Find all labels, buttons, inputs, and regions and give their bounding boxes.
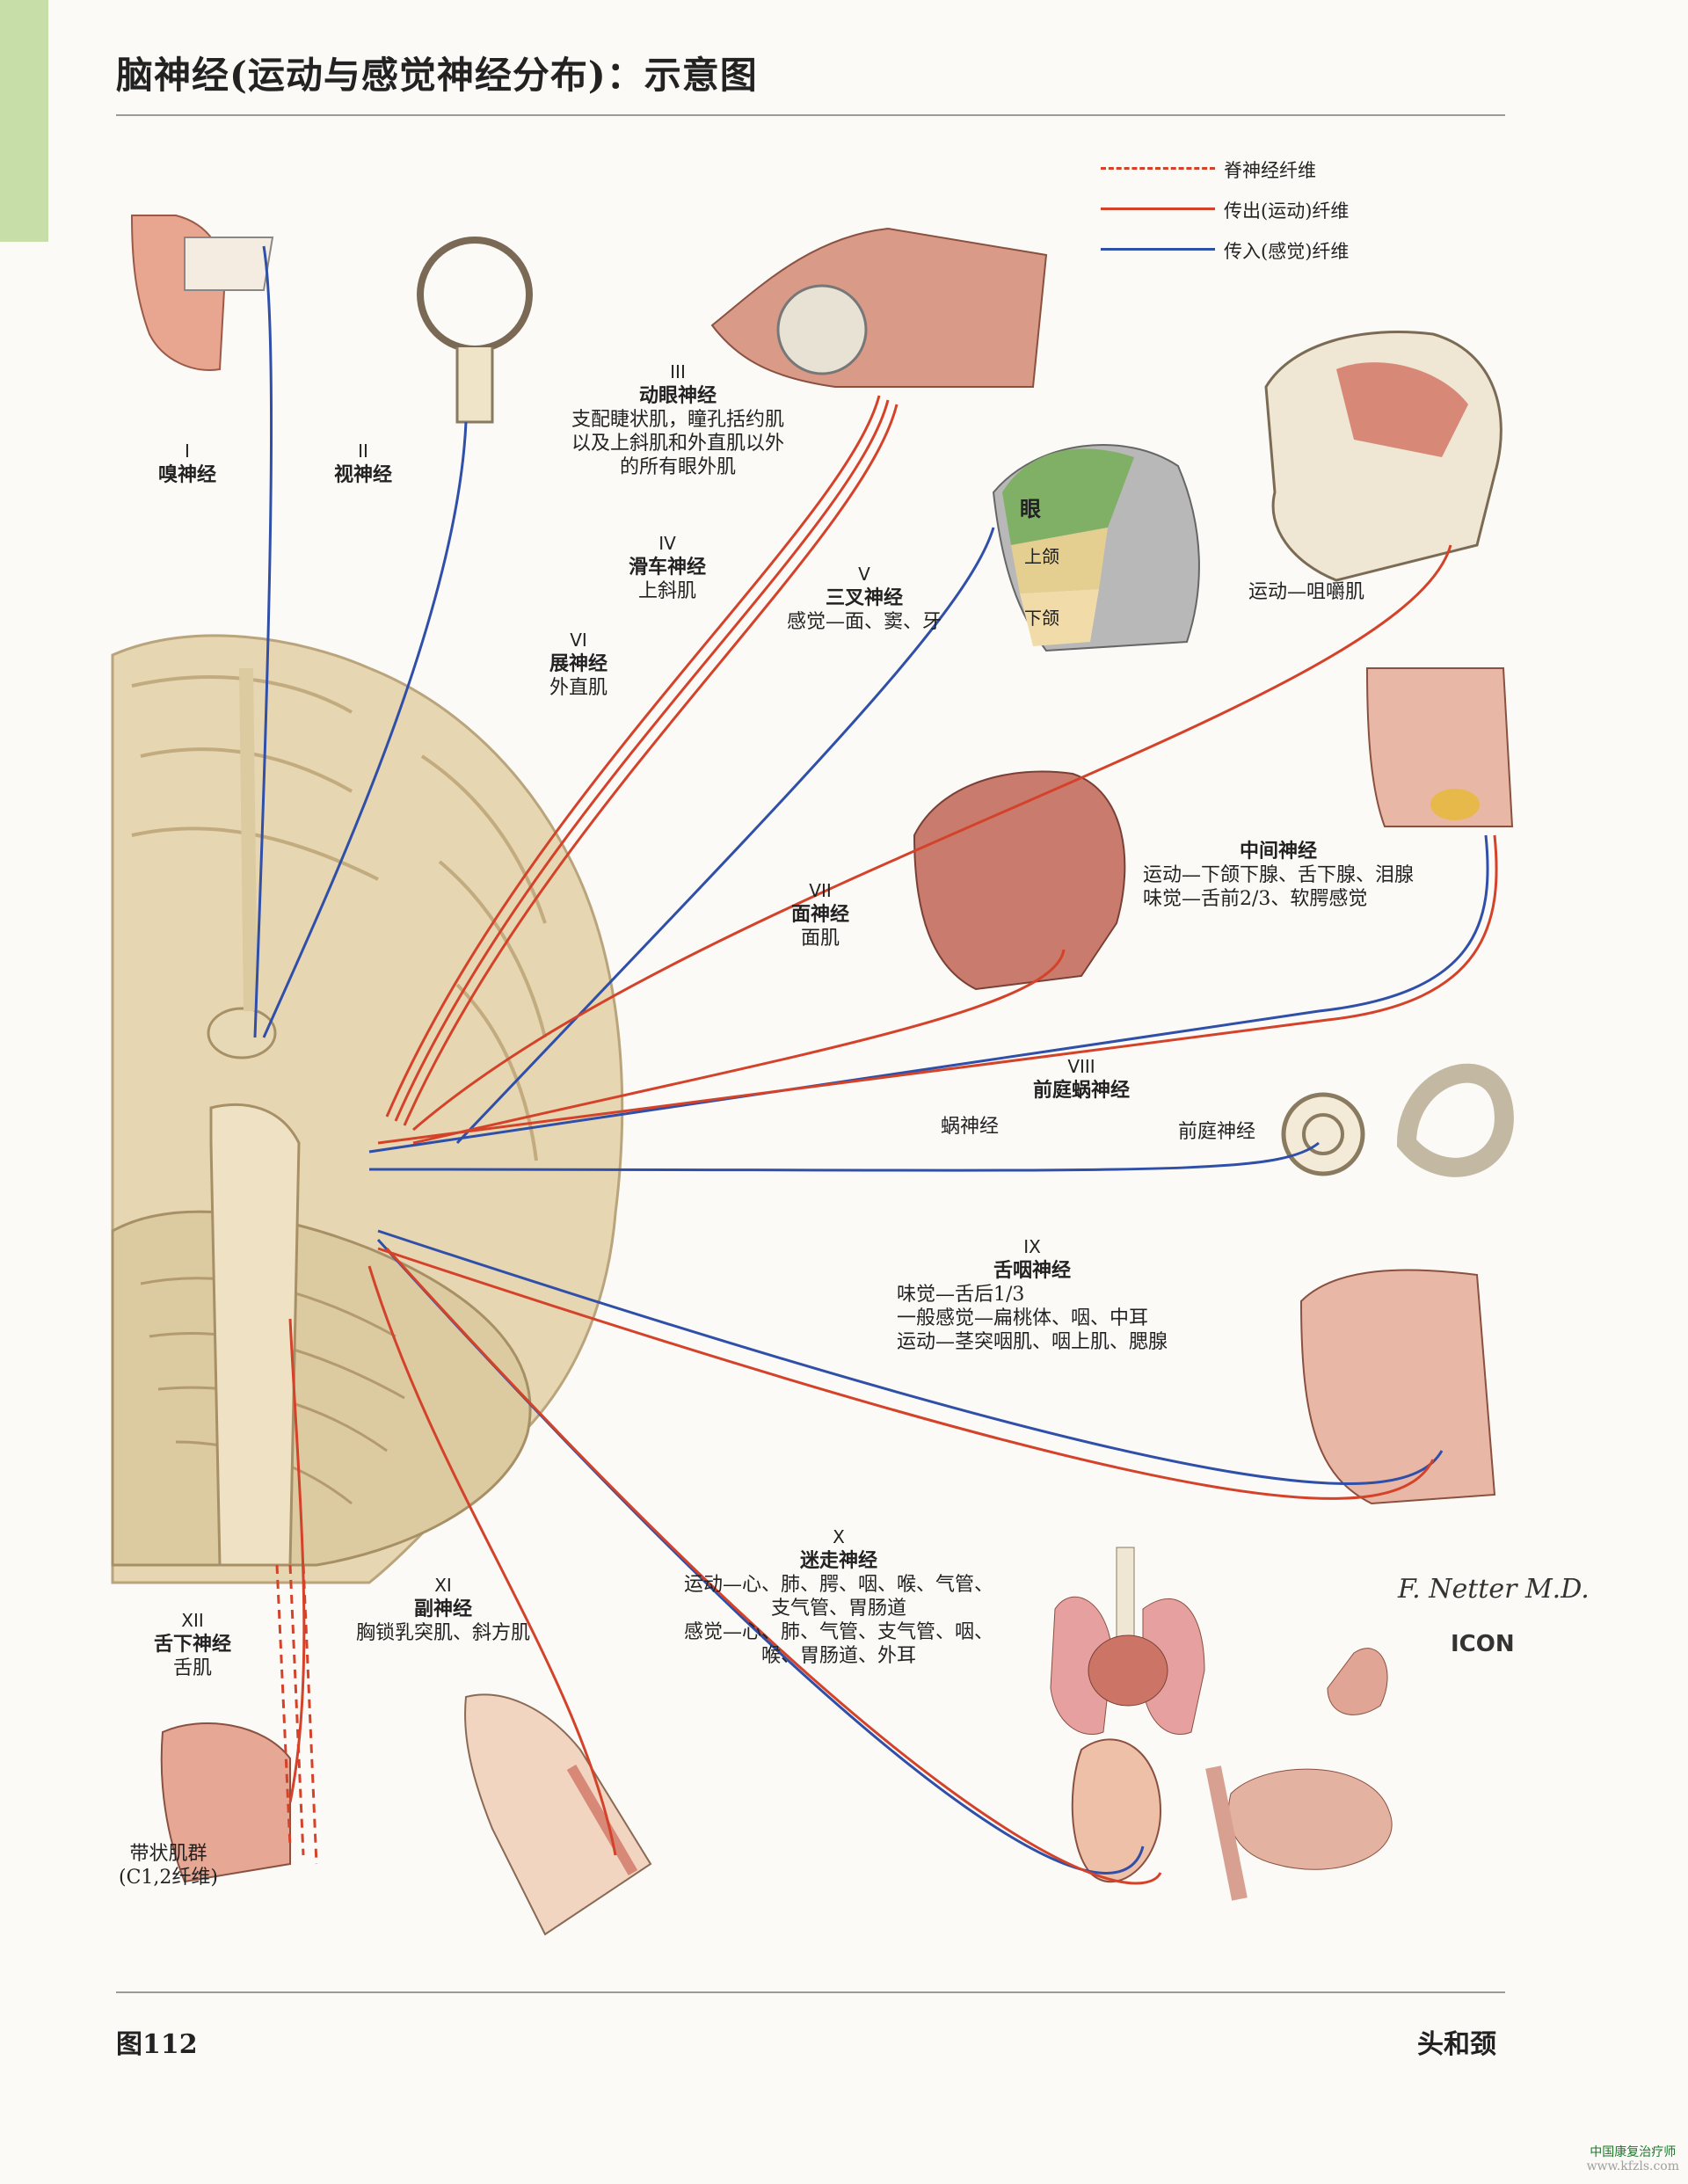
label-accessory: XI 副神经 胸锁乳突肌、斜方肌 bbox=[356, 1574, 530, 1645]
nerve-number: IX bbox=[1023, 1236, 1041, 1257]
nerve-desc: 外直肌 bbox=[549, 677, 608, 699]
nerve-desc: 支配睫状肌，瞳孔括约肌 bbox=[571, 409, 785, 431]
nerve-name: 滑车神经 bbox=[629, 556, 707, 579]
label-glossopharyngeal: IX 舌咽神经 味觉—舌后1/3 一般感觉—扁桃体、咽、中耳 运动—茎突咽肌、咽… bbox=[897, 1235, 1168, 1354]
nerve-name: 舌咽神经 bbox=[993, 1259, 1072, 1282]
nerve-desc: 味觉—舌前2/3、软腭感觉 bbox=[1143, 888, 1368, 910]
nerve-desc: 运动—下颌下腺、舌下腺、泪腺 bbox=[1143, 864, 1415, 886]
eye-illustration bbox=[417, 237, 533, 424]
section-tab bbox=[0, 0, 48, 242]
nerve-desc: 运动—心、肺、腭、咽、喉、气管、 bbox=[684, 1574, 994, 1596]
nerve-number: VI bbox=[570, 630, 587, 651]
label-trochlear: IV 滑车神经 上斜肌 bbox=[629, 532, 706, 603]
nerve-desc: 胸锁乳突肌、斜方肌 bbox=[356, 1622, 531, 1644]
watermark-name: 中国康复治疗师 bbox=[1590, 2145, 1677, 2159]
nerve-desc: 感觉—心、肺、气管、支气管、咽、 bbox=[684, 1621, 994, 1643]
figure-number: 图112 bbox=[116, 2029, 198, 2060]
nerve-desc: 感觉—面、窦、牙 bbox=[787, 611, 942, 633]
visceral-organs-illustration bbox=[1050, 1547, 1393, 1901]
nerve-name: 副神经 bbox=[414, 1598, 473, 1620]
legend-label: 传出(运动)纤维 bbox=[1224, 200, 1350, 222]
face-label-ophthalmic: 眼 bbox=[1020, 496, 1041, 521]
tongue-illustration bbox=[160, 1722, 291, 1883]
nerve-desc: 运动—茎突咽肌、咽上肌、腮腺 bbox=[897, 1331, 1168, 1353]
nerve-number: IV bbox=[658, 533, 676, 554]
label-vestibulocochlear: VIII 前庭蜗神经 bbox=[1033, 1055, 1130, 1103]
face-label-mandibular: 下颌 bbox=[1024, 608, 1059, 629]
label-abducens: VI 展神经 外直肌 bbox=[549, 629, 608, 700]
face-label-maxillary: 上颌 bbox=[1024, 546, 1059, 567]
nerve-number: X bbox=[833, 1526, 845, 1547]
neck-illustration bbox=[464, 1693, 652, 1936]
label-vagus: X 迷走神经 运动—心、肺、腭、咽、喉、气管、 支气管、胃肠道 感觉—心、肺、气… bbox=[684, 1525, 993, 1668]
header-divider bbox=[116, 114, 1505, 116]
nerve-name: 嗅神经 bbox=[158, 463, 217, 486]
nerve-number: V bbox=[858, 564, 870, 585]
strap-label: 带状肌群 bbox=[129, 1843, 207, 1865]
nerve-number: III bbox=[670, 361, 686, 382]
brain-inferior-view bbox=[111, 634, 624, 1584]
inner-ear-illustration bbox=[1281, 1063, 1514, 1177]
label-hypoglossal: XII 舌下神经 舌肌 bbox=[154, 1609, 231, 1680]
label-trigeminal: V 三叉神经 感觉—面、窦、牙 bbox=[787, 563, 942, 634]
label-olfactory: I 嗅神经 bbox=[158, 440, 216, 487]
nerve-name: 前庭蜗神经 bbox=[1033, 1079, 1131, 1102]
label-masticatory: 运动—咀嚼肌 bbox=[1248, 581, 1365, 603]
legend-label: 传入(感觉)纤维 bbox=[1224, 241, 1350, 262]
nerve-desc: 味觉—舌后1/3 bbox=[897, 1284, 1025, 1306]
orbit-muscles-illustration bbox=[710, 227, 1048, 388]
label-oculomotor: III 动眼神经 支配睫状肌，瞳孔括约肌 以及上斜肌和外直肌以外 的所有眼外肌 bbox=[571, 360, 784, 479]
nerve-name: 展神经 bbox=[549, 652, 608, 675]
nose-illustration bbox=[130, 215, 274, 371]
sagittal-head-illustration-lower bbox=[1299, 1269, 1496, 1505]
nerve-desc: 以及上斜肌和外直肌以外 bbox=[571, 433, 785, 455]
nerve-desc: 舌肌 bbox=[173, 1657, 213, 1679]
label-intermediate: 中间神经 运动—下颌下腺、舌下腺、泪腺 味觉—舌前2/3、软腭感觉 bbox=[1143, 840, 1414, 911]
artist-signature: F. Netter M.D. bbox=[1398, 1574, 1590, 1605]
label-facial: VII 面神经 面肌 bbox=[791, 879, 849, 950]
spinal-fibers bbox=[275, 1564, 318, 1865]
section-name: 头和颈 bbox=[1417, 2029, 1496, 2060]
label-strap-muscles: 带状肌群 (C1,2纤维) bbox=[119, 1842, 218, 1889]
motor-fibers bbox=[288, 395, 1498, 1885]
outer-ear-illustration bbox=[1071, 1738, 1162, 1883]
nerve-number: VIII bbox=[1067, 1056, 1095, 1077]
nerve-desc: 上斜肌 bbox=[638, 580, 697, 602]
page-title: 脑神经(运动与感觉神经分布)：示意图 bbox=[116, 54, 758, 97]
nerve-name: 三叉神经 bbox=[826, 586, 904, 609]
nerve-name: 动眼神经 bbox=[639, 384, 717, 407]
strap-label: (C1,2纤维) bbox=[119, 1867, 218, 1889]
nerve-number: VII bbox=[809, 880, 832, 901]
legend-swatch-blue bbox=[1101, 248, 1215, 251]
nerve-desc: 一般感觉—扁桃体、咽、中耳 bbox=[897, 1307, 1149, 1329]
footer-divider bbox=[116, 1991, 1505, 1993]
nerve-desc: 的所有眼外肌 bbox=[620, 456, 737, 478]
legend-swatch-red bbox=[1101, 207, 1215, 210]
nerve-desc: 支气管、胃肠道 bbox=[771, 1598, 907, 1620]
nerve-name: 中间神经 bbox=[1240, 840, 1318, 863]
sagittal-head-illustration-upper bbox=[1365, 667, 1514, 827]
nerve-name: 视神经 bbox=[334, 463, 393, 486]
facial-muscle-head-illustration bbox=[913, 770, 1126, 991]
nerve-name: 迷走神经 bbox=[800, 1549, 878, 1572]
legend-label: 脊神经纤维 bbox=[1224, 160, 1316, 181]
legend-swatch-dashed-red bbox=[1101, 167, 1215, 170]
watermark: 中国康复治疗师 www.kfzls.com bbox=[1587, 2145, 1679, 2173]
nerve-number: XI bbox=[434, 1575, 452, 1596]
nerve-desc: 面肌 bbox=[801, 928, 840, 950]
skull-illustration bbox=[1264, 331, 1502, 582]
label-optic: II 视神经 bbox=[334, 440, 392, 487]
label-cochlear: 蜗神经 bbox=[941, 1116, 1000, 1138]
nerve-number: XII bbox=[181, 1610, 204, 1631]
watermark-url: www.kfzls.com bbox=[1586, 2159, 1679, 2173]
publisher-logo: ICON bbox=[1451, 1631, 1515, 1657]
nerve-desc: 喉、胃肠道、外耳 bbox=[761, 1645, 917, 1667]
face-dermatome-illustration bbox=[992, 444, 1200, 652]
nerve-name: 面神经 bbox=[791, 903, 850, 926]
label-vestibular: 前庭神经 bbox=[1178, 1121, 1256, 1143]
nerve-number: II bbox=[358, 440, 368, 462]
nerve-name: 舌下神经 bbox=[154, 1633, 232, 1656]
nerve-number: I bbox=[185, 440, 190, 462]
